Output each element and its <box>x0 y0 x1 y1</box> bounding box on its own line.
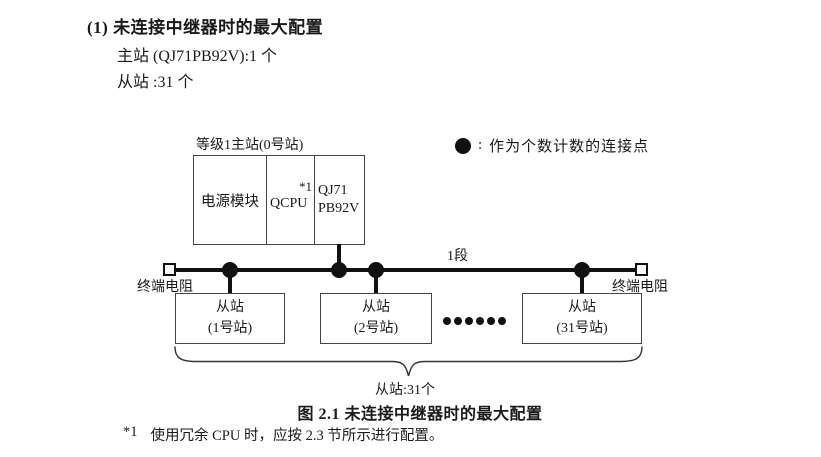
ellipsis-dot <box>487 317 495 325</box>
qcpu-cell: *1 QCPU <box>266 156 314 244</box>
slave-station-number: (1号站) <box>207 320 253 336</box>
slave2-drop-line <box>374 270 378 294</box>
footnote: *1 使用冗余 CPU 时，应按 2.3 节所示进行配置。 <box>123 424 443 445</box>
slave1-drop-line <box>228 270 232 294</box>
terminator-label-left: 终端电阻 <box>137 280 193 295</box>
figure-caption: 图 2.1 未连接中继器时的最大配置 <box>297 406 543 423</box>
qcpu-label: QCPU <box>270 196 308 211</box>
ellipsis-dot <box>443 317 451 325</box>
master-station-label: 等级1主站(0号站) <box>196 138 304 153</box>
ellipsis-dot <box>476 317 484 325</box>
legend-separator: : <box>478 137 483 153</box>
slave-station-box-31: 从站 (31号站) <box>522 293 642 344</box>
slave-total-label: 从站:31个 <box>375 383 435 398</box>
segment-label: 1段 <box>447 249 468 264</box>
connection-dot-slave1 <box>222 262 238 278</box>
qcpu-footnote-ref: *1 <box>299 179 312 194</box>
connection-dot-slave31 <box>574 262 590 278</box>
slave-station-number: (2号站) <box>353 320 399 336</box>
module-name-line1: QJ71 <box>318 182 348 198</box>
ellipsis-dot <box>498 317 506 325</box>
terminator-square-right <box>635 263 648 276</box>
legend-label: 作为个数计数的连接点 <box>489 139 650 155</box>
ellipsis-dot <box>465 317 473 325</box>
slave-name: 从站 <box>568 300 596 316</box>
slave31-drop-line <box>580 270 584 294</box>
slave-station-box-1: 从站 (1号站) <box>175 293 285 344</box>
power-module-cell: 电源模块 <box>201 193 259 210</box>
connection-dot-slave2 <box>368 262 384 278</box>
slave-count-line: 从站 :31 个 <box>117 74 194 91</box>
slave-name: 从站 <box>362 300 390 316</box>
master-count-line: 主站 (QJ71PB92V):1 个 <box>117 48 278 65</box>
slave-station-number: (31号站) <box>556 320 608 336</box>
section-title: (1) 未连接中继器时的最大配置 <box>87 18 324 37</box>
terminator-square-left <box>163 263 176 276</box>
ellipsis-dots <box>443 317 506 325</box>
footnote-text: 使用冗余 CPU 时，应按 2.3 节所示进行配置。 <box>150 428 444 444</box>
connection-dot-master <box>331 262 347 278</box>
master-station-box: 电源模块 *1 QCPU QJ71 PB92V <box>193 155 365 245</box>
ellipsis-dot <box>454 317 462 325</box>
slave-count-brace <box>174 346 643 377</box>
bus-line <box>169 268 642 272</box>
slave-station-box-2: 从站 (2号站) <box>320 293 432 344</box>
terminator-label-right: 终端电阻 <box>612 280 668 295</box>
footnote-marker: *1 <box>123 424 138 440</box>
qj71pb92v-cell: QJ71 PB92V <box>314 156 364 244</box>
connection-point-icon <box>455 137 471 154</box>
legend: : 作为个数计数的连接点 <box>455 135 649 156</box>
slave-name: 从站 <box>216 300 244 316</box>
master-drop-line <box>337 244 341 270</box>
module-name-line2: PB92V <box>318 201 360 216</box>
